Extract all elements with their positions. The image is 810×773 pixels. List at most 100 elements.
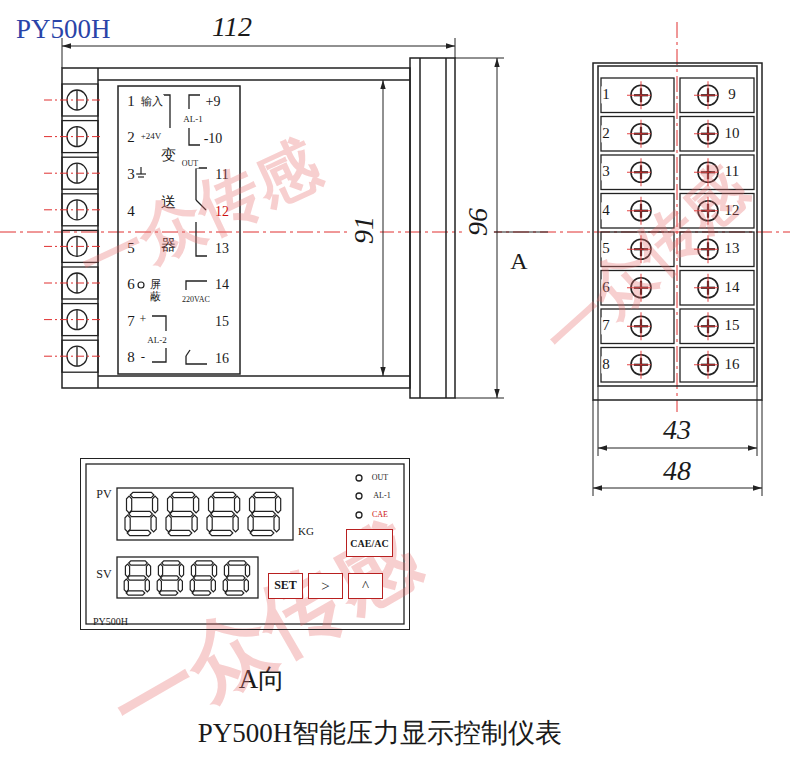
key-button: ^	[348, 573, 383, 599]
label-text: PV	[95, 488, 112, 502]
key-button: >	[308, 573, 343, 599]
dimension-line	[62, 46, 455, 47]
front-panel	[356, 493, 362, 499]
terminal-block	[601, 348, 674, 383]
seven-segment-digit	[125, 515, 130, 532]
seven-segment-digit	[127, 496, 132, 513]
button-text: CAE/AC	[350, 538, 388, 549]
label-text: 1	[601, 86, 611, 103]
housing-side	[62, 58, 455, 398]
label-text: 8	[126, 349, 136, 366]
label-text: 14	[724, 279, 741, 296]
label-text: OUT	[371, 473, 389, 482]
seven-segment-digit	[161, 576, 180, 580]
seven-segment-digit	[212, 564, 216, 577]
wiring-bracket	[186, 350, 190, 356]
label-text: KG	[297, 525, 315, 538]
seven-segment-digit	[192, 515, 197, 532]
dimension-line	[455, 38, 456, 58]
seven-segment-digit	[223, 579, 227, 592]
label-text: A	[509, 248, 528, 276]
seven-segment-digit	[194, 496, 199, 513]
wiring-bracket	[152, 348, 166, 362]
terminal-block	[708, 351, 709, 379]
seven-segment-digit	[145, 579, 149, 592]
title-text: PY500H	[16, 14, 111, 45]
wiring-bracket	[186, 281, 207, 290]
key-button: SET	[268, 573, 303, 599]
seven-segment-digit	[125, 564, 129, 577]
seven-segment-digit	[162, 561, 181, 565]
label-text: 3	[126, 166, 136, 183]
vertical-label: 屏蔽	[150, 278, 161, 302]
button-text: ^	[362, 578, 369, 595]
label-text: 15	[724, 317, 741, 334]
terminal-block	[708, 274, 709, 302]
terminal-screw	[44, 319, 100, 320]
housing-side	[410, 58, 455, 398]
dimension-line	[598, 386, 599, 456]
seven-segment-digit	[159, 591, 178, 595]
watermark: 一众传感	[68, 128, 331, 303]
terminal-block	[708, 312, 709, 340]
seven-segment-digit	[191, 564, 195, 577]
label-text: 2	[126, 129, 136, 146]
label-text: 7	[126, 313, 136, 330]
seven-segment-digit	[192, 591, 211, 595]
terminal-block	[641, 312, 642, 340]
dimension-line	[598, 448, 757, 449]
terminal-block	[694, 287, 718, 288]
seven-segment-digit	[124, 579, 128, 592]
seven-segment-digit	[209, 530, 233, 535]
terminal-block	[601, 78, 674, 113]
label-text: 3	[601, 163, 611, 180]
dimension-line	[383, 80, 384, 376]
terminal-block	[641, 81, 642, 109]
seven-segment-digit	[211, 579, 215, 592]
label-text: +24V	[140, 131, 163, 141]
seven-segment-digit	[250, 496, 255, 513]
terminal-block	[680, 271, 754, 306]
label-text: 15	[214, 314, 230, 330]
terminal-block	[641, 158, 642, 186]
label-text: AL-2	[146, 335, 168, 345]
seven-segment-digit	[274, 515, 279, 532]
label-text: AL-1	[372, 491, 391, 500]
housing-side	[62, 68, 410, 388]
wiring-bracket	[152, 316, 166, 331]
seven-segment-digit	[212, 492, 236, 497]
seven-segment-digit	[171, 492, 195, 497]
housing-side	[445, 58, 447, 398]
seven-segment-digit	[190, 579, 194, 592]
terminal-block	[708, 120, 709, 148]
seven-segment-digit	[207, 515, 212, 532]
terminal-block	[641, 120, 642, 148]
seven-segment-digit	[146, 564, 150, 577]
label-text: -	[140, 350, 146, 365]
terminal-block	[694, 133, 718, 134]
ground-symbol	[140, 167, 141, 174]
seven-segment-digit	[170, 511, 194, 516]
seven-segment-digit	[276, 496, 281, 513]
label-text: 10	[724, 125, 741, 142]
button-text: SET	[274, 579, 297, 592]
dimension-line	[593, 400, 594, 496]
label-text: 4	[601, 202, 611, 219]
terminal-block	[627, 364, 651, 365]
seven-segment-digit	[195, 561, 214, 565]
seven-segment-digit	[209, 496, 214, 513]
seven-segment-digit	[168, 496, 173, 513]
seven-segment-digit	[211, 511, 235, 516]
dimension-line	[497, 58, 498, 398]
label-text: 16	[724, 356, 741, 373]
seven-segment-digit	[128, 576, 147, 580]
dimension-line	[62, 38, 762, 496]
seven-segment-digit	[233, 515, 238, 532]
front-panel	[356, 475, 362, 481]
label-text: 变	[160, 147, 177, 164]
seven-segment-digit	[126, 591, 145, 595]
seven-segment-digit	[248, 515, 253, 532]
seven-segment-digit	[194, 576, 213, 580]
terminal-block	[694, 364, 718, 365]
